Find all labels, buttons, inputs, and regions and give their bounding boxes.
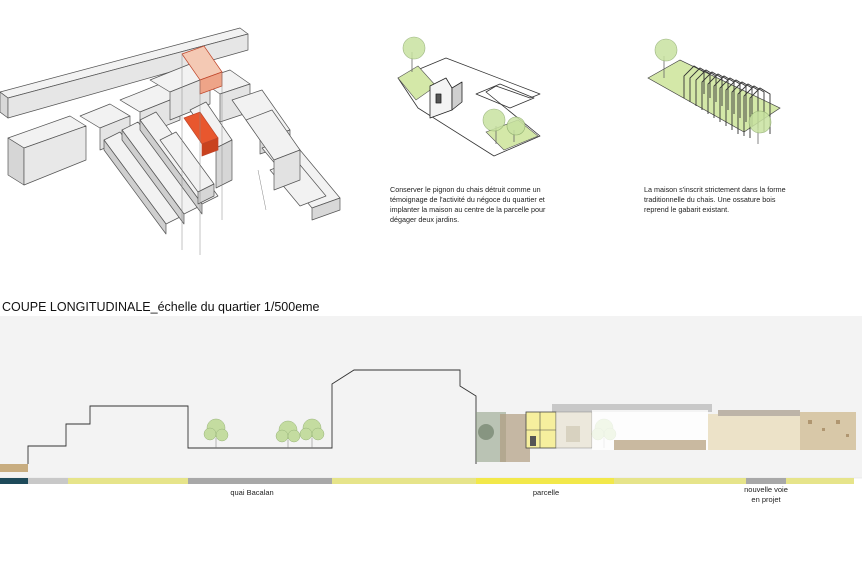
tree-icon [482, 108, 526, 144]
label-nouvelle-voie: nouvelle voie en projet [730, 485, 802, 505]
section-band [0, 478, 854, 484]
tree-icon [275, 420, 301, 448]
section-title: COUPE LONGITUDINALE_échelle du quartier … [2, 300, 320, 314]
timber-frame [683, 65, 771, 138]
label-nouvelle-voie-line1: nouvelle voie [744, 485, 788, 494]
tree-icon [299, 418, 325, 448]
wall-gray [552, 404, 712, 412]
label-quai-bacalan: quai Bacalan [230, 488, 274, 497]
district-axonometric [0, 27, 341, 255]
caption-ossature: La maison s'inscrit strictement dans la … [644, 185, 786, 214]
caption-pignon: Conserver le pignon du chais détruit com… [390, 185, 546, 224]
skyline-outline [27, 369, 477, 464]
tree-icon [402, 36, 426, 72]
ground-left [0, 464, 28, 472]
label-nouvelle-voie-line2: en projet [751, 495, 781, 504]
tree-icon [654, 38, 678, 78]
pignon-diagram [397, 36, 541, 157]
tree-icon [748, 110, 772, 144]
label-parcelle: parcelle [532, 488, 560, 497]
house-section [525, 411, 557, 449]
ossature-diagram [647, 38, 781, 144]
section-background [0, 316, 862, 478]
tree-icon [203, 418, 229, 448]
longitudinal-section [0, 316, 862, 484]
facade-stone [708, 414, 800, 450]
